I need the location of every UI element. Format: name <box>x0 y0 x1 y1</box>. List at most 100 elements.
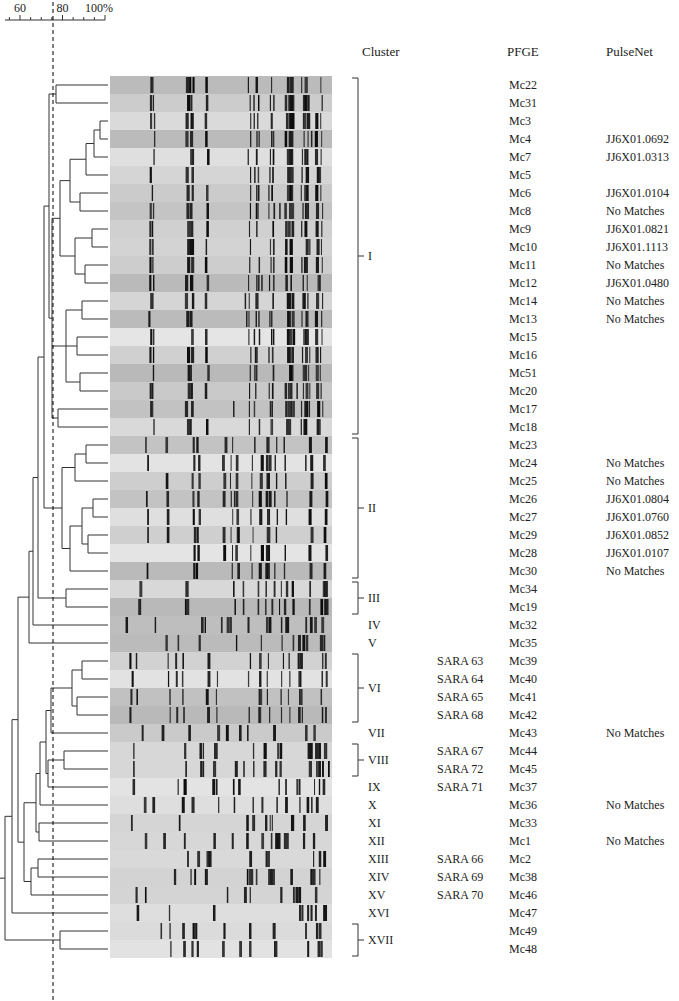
tree-branch <box>12 719 18 720</box>
tree-branch <box>75 238 92 239</box>
tree-branch <box>31 868 38 869</box>
cluster-label: XI <box>368 815 381 831</box>
tree-branch <box>24 881 31 882</box>
pulsenet-label: No Matches <box>606 293 664 309</box>
tree-branch <box>100 139 108 140</box>
isolate-label: Mc8 <box>509 203 531 219</box>
tree-branch <box>66 589 108 590</box>
tree-branch <box>58 409 108 410</box>
tree-branch <box>85 265 108 266</box>
pulsenet-label: JJ6X01.0692 <box>606 131 669 147</box>
tree-branch <box>100 121 108 122</box>
isolate-label: Mc46 <box>509 887 537 903</box>
tree-branch <box>64 769 108 770</box>
tree-branch <box>72 670 82 671</box>
tree-branch <box>82 544 88 545</box>
similarity-scale <box>5 15 105 20</box>
tree-branch <box>70 202 80 203</box>
isolate-label: Mc11 <box>509 257 537 273</box>
sara-label: SARA 64 <box>437 671 483 687</box>
pulsenet-label: JJ6X01.0852 <box>606 527 669 543</box>
isolate-label: Mc29 <box>509 527 537 543</box>
tree-branch <box>51 733 108 734</box>
cluster-label: XV <box>368 887 385 903</box>
tree-branch <box>44 206 49 207</box>
tree-branch <box>58 427 108 428</box>
tree-branch <box>82 508 93 509</box>
tree-branch <box>66 346 77 347</box>
tree-branch <box>29 643 108 644</box>
pulsenet-label: JJ6X01.0804 <box>606 491 669 507</box>
tree-branch <box>52 218 60 219</box>
pulsenet-label: JJ6X01.0760 <box>606 509 669 525</box>
isolate-label: Mc22 <box>509 77 537 93</box>
isolate-label: Mc6 <box>509 185 531 201</box>
isolate-label: Mc7 <box>509 149 531 165</box>
tree-branch <box>40 742 46 743</box>
tree-branch <box>86 143 94 144</box>
tree-branch <box>48 787 108 788</box>
column-header: PulseNet <box>606 44 653 60</box>
sara-label: SARA 72 <box>437 761 483 777</box>
tree-branch <box>82 679 108 680</box>
scale-label: 80 <box>57 0 69 16</box>
tree-branch <box>86 175 108 176</box>
pulsenet-label: No Matches <box>606 725 664 741</box>
tree-branch <box>94 130 100 131</box>
tree-branch <box>82 301 108 302</box>
sara-label: SARA 69 <box>437 869 483 885</box>
tree-branch <box>64 751 108 752</box>
cluster-label: XIV <box>368 869 389 885</box>
isolate-label: Mc31 <box>509 95 537 111</box>
tree-branch <box>60 256 75 257</box>
pulsenet-label: JJ6X01.0313 <box>606 149 669 165</box>
tree-branch <box>51 688 72 689</box>
pulsenet-label: JJ6X01.0821 <box>606 221 669 237</box>
cluster-label: XVI <box>368 905 389 921</box>
tree-branch <box>18 842 24 843</box>
cluster-label: VII <box>368 725 385 741</box>
isolate-label: Mc12 <box>509 275 537 291</box>
tree-branch <box>77 337 108 338</box>
isolate-label: Mc45 <box>509 761 537 777</box>
cluster-label: II <box>368 500 376 516</box>
tree-branch <box>85 283 108 284</box>
tree-branch <box>75 481 108 482</box>
isolate-label: Mc43 <box>509 725 537 741</box>
isolate-label: Mc14 <box>509 293 537 309</box>
tree-branch <box>38 859 108 860</box>
cluster-label: VI <box>368 680 381 696</box>
tree-branch <box>38 357 44 358</box>
tree-branch <box>40 805 108 806</box>
tree-branch <box>82 661 108 662</box>
tree-branch <box>66 607 108 608</box>
tree-branch <box>49 318 52 319</box>
tree-branch <box>77 697 108 698</box>
isolate-label: Mc2 <box>509 851 531 867</box>
tree-branch <box>39 841 108 842</box>
isolate-label: Mc1 <box>509 833 531 849</box>
pulsenet-label: No Matches <box>606 203 664 219</box>
cluster-label: III <box>368 590 380 606</box>
tree-branch <box>36 773 40 774</box>
isolate-label: Mc49 <box>509 923 537 939</box>
isolate-label: Mc28 <box>509 545 537 561</box>
isolate-label: Mc37 <box>509 779 537 795</box>
isolate-label: Mc20 <box>509 383 537 399</box>
tree-branch <box>92 229 108 230</box>
tree-branch <box>38 877 108 878</box>
isolate-label: Mc24 <box>509 455 537 471</box>
tree-branch <box>18 597 29 598</box>
isolate-label: Mc9 <box>509 221 531 237</box>
cluster-label: XVII <box>368 932 393 948</box>
tree-branch <box>88 553 108 554</box>
tree-branch <box>31 895 108 896</box>
isolate-label: Mc34 <box>509 581 537 597</box>
isolate-label: Mc18 <box>509 419 537 435</box>
tree-branch <box>60 180 70 181</box>
isolate-label: Mc4 <box>509 131 531 147</box>
isolate-label: Mc39 <box>509 653 537 669</box>
tree-branch <box>94 157 108 158</box>
isolate-label: Mc36 <box>509 797 537 813</box>
sara-label: SARA 63 <box>437 653 483 669</box>
